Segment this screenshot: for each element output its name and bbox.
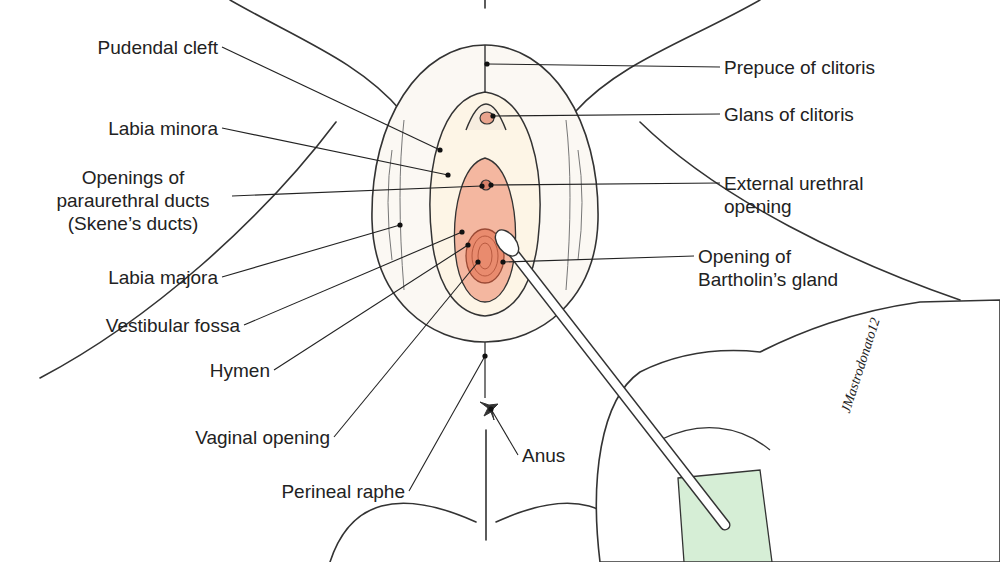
leader-line: [487, 64, 720, 67]
skin-fold: [578, 150, 582, 260]
leader-dot: [500, 259, 505, 264]
part-label: Labia majora: [108, 266, 218, 289]
part-label: Anus: [522, 444, 565, 467]
leader-dot: [465, 242, 470, 247]
raphe-line: [484, 342, 485, 398]
leader-line: [491, 409, 518, 455]
artist-signature: JMastrodonato12: [838, 316, 884, 415]
leader-line: [334, 262, 478, 437]
part-label: Pudendal cleft: [98, 36, 218, 59]
groin-line: [575, 0, 760, 112]
groin-line: [230, 0, 402, 112]
leader-dot: [437, 147, 442, 152]
leader-dot: [445, 172, 450, 177]
part-label: External urethral opening: [724, 172, 899, 218]
skin-fold: [388, 150, 392, 260]
leader-dot: [484, 61, 489, 66]
swab-tip: [491, 226, 524, 261]
leader-line: [222, 128, 448, 175]
leader-dot: [479, 183, 484, 188]
leader-line: [409, 356, 485, 491]
midline-mark: [484, 0, 486, 8]
leader-dot: [490, 113, 495, 118]
part-label: Labia minora: [108, 117, 218, 140]
prepuce-shape: [466, 104, 506, 130]
leader-dot: [397, 222, 402, 227]
hymen-rings: [472, 236, 498, 276]
thigh-line: [40, 122, 336, 378]
part-label: Perineal raphe: [281, 480, 405, 503]
leader-line: [503, 256, 694, 262]
leader-line: [491, 183, 720, 185]
leader-line: [232, 186, 482, 196]
hymen-ring: [472, 236, 498, 276]
leader-line: [222, 225, 400, 277]
part-label: Vaginal opening: [195, 426, 330, 449]
labia-minora-shape: [430, 92, 540, 316]
part-label: Prepuce of clitoris: [724, 56, 875, 79]
leader-dot: [488, 182, 493, 187]
gluteal-cleft: [485, 430, 487, 540]
part-label: Vestibular fossa: [106, 314, 240, 337]
part-label: Opening of Bartholin’s gland: [698, 245, 873, 291]
vestibule-shape: [454, 158, 515, 302]
buttock-line: [330, 503, 476, 562]
leader-line: [244, 232, 462, 325]
leader-dot: [475, 259, 480, 264]
leader-line: [274, 245, 468, 370]
swab-stick-outline: [505, 242, 725, 525]
skin-fold: [400, 120, 404, 290]
part-label: Openings of paraurethral ducts (Skene’s …: [38, 166, 228, 235]
thigh-line: [640, 122, 960, 300]
pudendal-cleft-line: [484, 45, 485, 95]
swab-stick: [505, 242, 725, 525]
labia-majora-shape: [372, 45, 598, 342]
leader-dot: [482, 353, 487, 358]
leader-dot: [459, 229, 464, 234]
part-label: Glans of clitoris: [724, 103, 854, 126]
finger-line: [660, 428, 770, 450]
leader-dot: [488, 406, 493, 411]
hymen-ring: [478, 243, 492, 269]
leader-line: [493, 114, 720, 116]
skin-fold: [566, 120, 570, 290]
part-label: Hymen: [210, 359, 270, 382]
